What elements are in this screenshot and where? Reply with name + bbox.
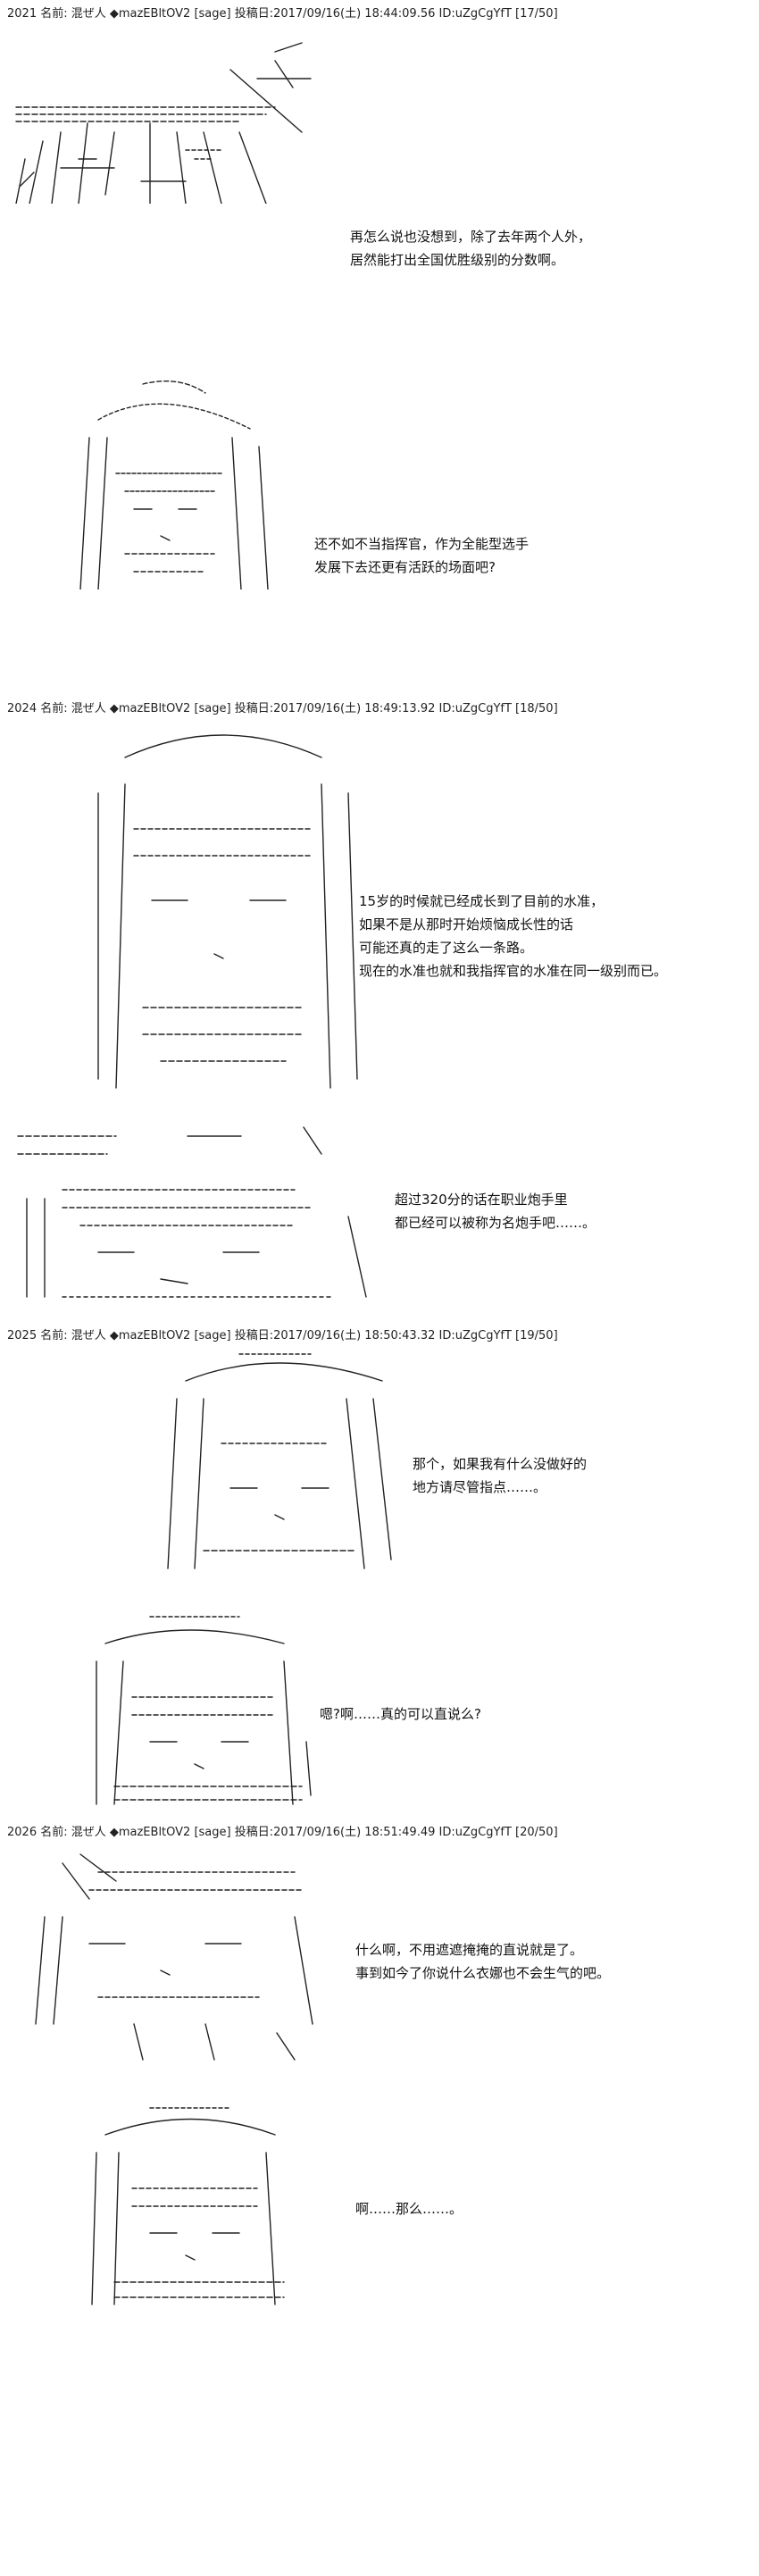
ascii-art-character xyxy=(27,1845,330,2069)
dialogue-line: 发展下去还更有活跃的场面吧? xyxy=(314,559,496,575)
dialogue-line: 都已经可以被称为名炮手吧……。 xyxy=(395,1215,596,1231)
post-header: 2025 名前: 混ぜ人 ◆mazEBltOV2 [sage] 投稿日:2017… xyxy=(7,1329,558,1342)
ascii-art-character xyxy=(71,722,375,1097)
dialogue-line: 如果不是从那时开始烦恼成长性的话 xyxy=(359,916,574,933)
dialogue-line: 居然能打出全国优胜级别的分数啊。 xyxy=(350,252,565,268)
dialogue-line: 可能还真的走了这么一条路。 xyxy=(359,940,534,956)
dialogue-line: 嗯?啊……真的可以直说么? xyxy=(320,1706,481,1722)
dialogue-3: 15岁的时候就已经成长到了目前的水准， 如果不是从那时开始烦恼成长性的话 可能还… xyxy=(359,890,667,983)
dialogue-4: 超过320分的话在职业炮手里 都已经可以被称为名炮手吧……。 xyxy=(395,1188,596,1234)
dialogue-6: 嗯?啊……真的可以直说么? xyxy=(320,1702,481,1726)
post-header: 2021 名前: 混ぜ人 ◆mazEBltOV2 [sage] 投稿日:2017… xyxy=(7,7,558,21)
post-header: 2024 名前: 混ぜ人 ◆mazEBltOV2 [sage] 投稿日:2017… xyxy=(7,702,558,715)
ascii-art-character xyxy=(79,1608,320,1813)
dialogue-line: 那个，如果我有什么没做好的 xyxy=(413,1456,588,1472)
dialogue-8: 啊……那么……。 xyxy=(355,2197,463,2221)
ascii-art-character xyxy=(150,1345,400,1577)
ascii-art-character xyxy=(9,1118,393,1315)
dialogue-1: 再怎么说也没想到，除了去年两个人外， 居然能打出全国优胜级别的分数啊。 xyxy=(350,225,591,272)
dialogue-line: 事到如今了你说什么衣娜也不会生气的吧。 xyxy=(355,1965,611,1981)
dialogue-line: 现在的水准也就和我指挥官的水准在同一级别而已。 xyxy=(359,963,668,979)
dialogue-line: 再怎么说也没想到，除了去年两个人外， xyxy=(350,229,592,245)
ascii-art-character xyxy=(7,25,320,204)
ascii-art-character xyxy=(45,375,286,590)
ascii-art-character xyxy=(79,2099,302,2313)
dialogue-line: 超过320分的话在职业炮手里 xyxy=(395,1192,568,1208)
post-header: 2026 名前: 混ぜ人 ◆mazEBltOV2 [sage] 投稿日:2017… xyxy=(7,1826,558,1839)
dialogue-line: 15岁的时候就已经成长到了目前的水准， xyxy=(359,893,605,909)
dialogue-line: 什么啊，不用遮遮掩掩的直说就是了。 xyxy=(355,1942,584,1958)
dialogue-line: 还不如不当指挥官，作为全能型选手 xyxy=(314,536,530,552)
dialogue-2: 还不如不当指挥官，作为全能型选手 发展下去还更有活跃的场面吧? xyxy=(314,532,529,579)
dialogue-5: 那个，如果我有什么没做好的 地方请尽管指点……。 xyxy=(413,1452,587,1499)
dialogue-line: 地方请尽管指点……。 xyxy=(413,1479,547,1495)
dialogue-line: 啊……那么……。 xyxy=(355,2201,463,2217)
dialogue-7: 什么啊，不用遮遮掩掩的直说就是了。 事到如今了你说什么衣娜也不会生气的吧。 xyxy=(355,1938,610,1985)
